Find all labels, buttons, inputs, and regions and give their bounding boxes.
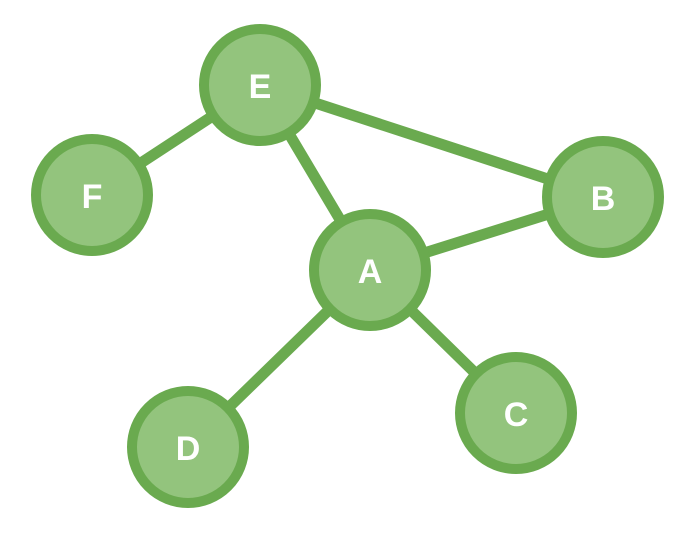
node-d: D (127, 386, 249, 508)
graph-nodes: E F B A D C (31, 24, 664, 508)
node-label-d: D (176, 430, 201, 468)
node-b: B (542, 136, 664, 258)
node-f: F (31, 134, 153, 256)
node-circle-c (455, 352, 577, 474)
node-circle-d (127, 386, 249, 508)
node-a: A (309, 209, 431, 331)
node-circle-a (309, 209, 431, 331)
node-circle-e (199, 24, 321, 146)
node-circle-b (542, 136, 664, 258)
node-label-f: F (82, 178, 103, 216)
node-e: E (199, 24, 321, 146)
node-label-e: E (249, 68, 272, 106)
node-c: C (455, 352, 577, 474)
node-label-b: B (591, 180, 616, 218)
node-label-a: A (358, 253, 383, 291)
node-label-c: C (504, 396, 529, 434)
node-circle-f (31, 134, 153, 256)
